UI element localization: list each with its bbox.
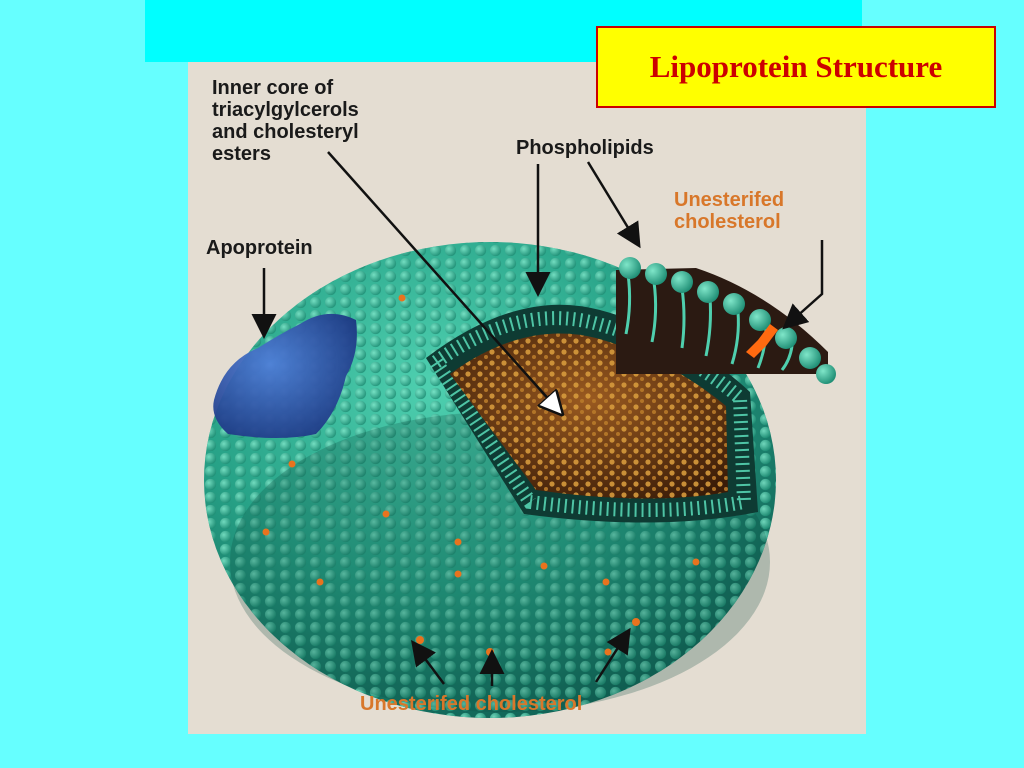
label-apoprotein: Apoprotein	[206, 237, 313, 259]
label-phospholipids: Phospholipids	[516, 137, 654, 159]
label-unesterified-bottom: Unesterifed cholesterol	[360, 693, 582, 715]
slide-title: Lipoprotein Structure	[649, 49, 943, 84]
arrows	[251, 151, 824, 686]
arrow-phospholipids-inset	[586, 161, 641, 249]
arrow-inner-core	[327, 151, 560, 412]
label-unesterified-inset: Unesterifed cholesterol	[674, 189, 784, 233]
apoprotein-blob	[213, 313, 357, 438]
label-unesterified-inset-line2: cholesterol	[674, 211, 781, 233]
arrow-unesterified-bottom-right	[594, 627, 631, 683]
label-inner-core-line2: triacylgylcerols	[212, 99, 359, 121]
arrow-unesterified-bottom-left	[411, 640, 445, 685]
label-inner-core-line1: Inner core of	[212, 77, 333, 99]
membrane-inset	[616, 257, 836, 384]
label-inner-core-line3: and cholesteryl	[212, 121, 359, 143]
arrow-unesterified-inset	[782, 240, 824, 330]
lipoprotein-figure: Inner core of triacylgylcerols and chole…	[188, 62, 866, 734]
label-inner-core-line4: esters	[212, 143, 271, 165]
label-unesterified-inset-line1: Unesterifed	[674, 189, 784, 211]
slide-title-box: Lipoprotein Structure	[596, 26, 996, 108]
label-inner-core: Inner core of triacylgylcerols and chole…	[212, 77, 359, 165]
